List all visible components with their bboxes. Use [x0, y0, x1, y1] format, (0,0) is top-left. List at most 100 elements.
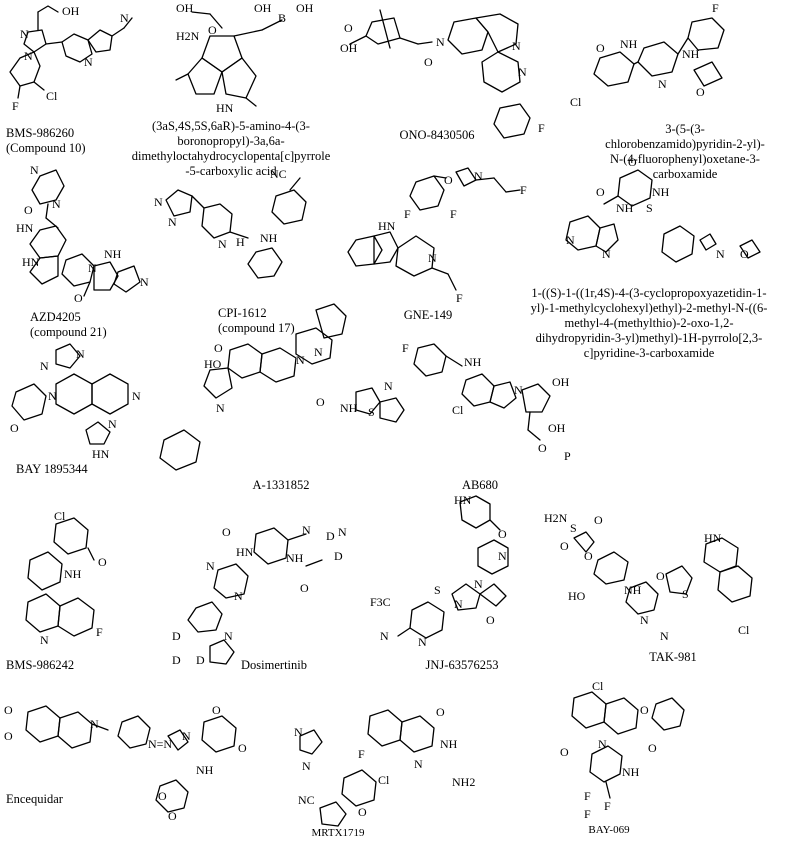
label-line: AZD4205: [30, 310, 81, 324]
atom-label: O: [158, 789, 167, 803]
atom-label: N: [514, 383, 523, 397]
atom-label: N: [302, 759, 311, 773]
atom-label: HN: [454, 493, 472, 507]
atom-label: HN: [216, 101, 234, 115]
atom-label: S: [646, 201, 653, 215]
structure-bay-069: [571, 691, 685, 799]
structure-oxetane-carboxamide: [593, 17, 725, 87]
label-encequidar: Encequidar: [6, 792, 63, 807]
atom-label: F: [584, 789, 591, 803]
atom-label: HO: [204, 357, 222, 371]
structure-ab680: [413, 343, 551, 441]
atom-label: N: [224, 629, 233, 643]
atom-label: NH: [622, 765, 640, 779]
atom-label: N: [380, 629, 389, 643]
atom-label: N: [518, 65, 527, 79]
label-dosimertinib: Dosimertinib: [226, 658, 322, 673]
structure-a-1331852: [159, 303, 405, 471]
atom-label: N: [52, 197, 61, 211]
atom-label: S: [682, 587, 689, 601]
atom-label: O: [214, 341, 223, 355]
label-bay-069: BAY-069: [574, 823, 644, 838]
atom-label: N: [30, 163, 39, 177]
atom-label: O: [560, 745, 569, 759]
atom-label: NH: [260, 231, 278, 245]
atom-label: O: [444, 173, 453, 187]
atom-label: O: [656, 569, 665, 583]
atom-label: O: [594, 513, 603, 527]
label-bms-986242: BMS-986242: [6, 658, 74, 673]
label-line: TAK-981: [649, 650, 697, 664]
atom-label: D: [326, 529, 335, 543]
atom-label: OH: [254, 1, 272, 15]
atom-label: O: [222, 525, 231, 539]
structure-bay-1895344: [11, 343, 129, 445]
label-line: GNE-149: [403, 308, 453, 322]
label-line: -5-carboxylic acid: [185, 164, 277, 178]
structure-boronic-amino-acid: [175, 11, 283, 107]
atom-label: NH: [620, 37, 638, 51]
atom-label: NH: [440, 737, 458, 751]
label-line: (3aS,4S,5S,6aR)-5-amino-4-(3-: [152, 119, 310, 133]
atom-label: N: [414, 757, 423, 771]
atom-label: O: [212, 703, 221, 717]
atom-label: O: [436, 705, 445, 719]
atom-label: F3C: [370, 595, 391, 609]
atom-label: O: [24, 203, 33, 217]
atom-label: NC: [270, 167, 287, 181]
atom-label: O: [596, 41, 605, 55]
atom-label: OH: [62, 4, 80, 18]
atom-label: N: [24, 49, 33, 63]
atom-label: NH: [64, 567, 82, 581]
atom-label: O: [584, 549, 593, 563]
label-line: AB680: [461, 478, 499, 492]
atom-label: N: [302, 523, 311, 537]
atom-label: O: [358, 805, 367, 819]
atom-label: Cl: [592, 679, 604, 693]
atom-label: N: [428, 251, 437, 265]
atom-label: F: [404, 207, 411, 221]
atom-label: OH: [552, 375, 570, 389]
label-line: CPI-1612: [218, 306, 267, 320]
label-line: BMS-986242: [6, 658, 75, 672]
atom-label: F: [450, 207, 457, 221]
atom-label: NH: [624, 583, 642, 597]
atom-label: N: [566, 233, 575, 247]
atom-label: N: [132, 389, 141, 403]
atom-label: NH: [682, 47, 700, 61]
label-line: boronopropyl)-3a,6a-: [177, 134, 285, 148]
atom-label: N: [140, 275, 149, 289]
atom-label: N: [296, 353, 305, 367]
atom-label: N: [314, 345, 323, 359]
label-line: chlorobenzamido)pyridin-2-yl)-: [605, 137, 765, 151]
atom-label: O: [628, 155, 637, 169]
atom-label: N: [88, 261, 97, 275]
structure-bms-986242: [25, 517, 95, 637]
structure-ono-8430506: [349, 9, 531, 139]
label-line: BAY-069: [588, 824, 630, 836]
atom-label: HN: [92, 447, 110, 461]
atom-label: N=N: [148, 737, 172, 751]
atom-label: N: [182, 729, 191, 743]
atom-label: HN: [22, 255, 40, 269]
label-gne-149: GNE-149: [398, 308, 458, 323]
atom-label: D: [172, 653, 181, 667]
atom-label: H2N: [176, 29, 200, 43]
atom-label: O: [740, 247, 749, 261]
label-jnj-63576253: JNJ-63576253: [402, 658, 522, 673]
atom-label: O: [4, 729, 13, 743]
atom-label: O: [648, 741, 657, 755]
atom-label: N: [602, 247, 611, 261]
label-line: BAY 1895344: [16, 462, 88, 476]
atom-label: N: [640, 613, 649, 627]
atom-label: O: [640, 703, 649, 717]
atom-label: S: [434, 583, 441, 597]
atom-label: N: [90, 717, 99, 731]
structure-jnj-63576253: [397, 495, 509, 639]
atom-label: F: [402, 341, 409, 355]
label-oxetane: 3-(5-(3- chlorobenzamido)pyridin-2-yl)- …: [592, 122, 778, 182]
label-line: Dosimertinib: [241, 658, 307, 672]
label-line: methyl-4-(methylthio)-2-oxo-1,2-: [564, 316, 734, 330]
atom-label: Cl: [46, 89, 58, 103]
